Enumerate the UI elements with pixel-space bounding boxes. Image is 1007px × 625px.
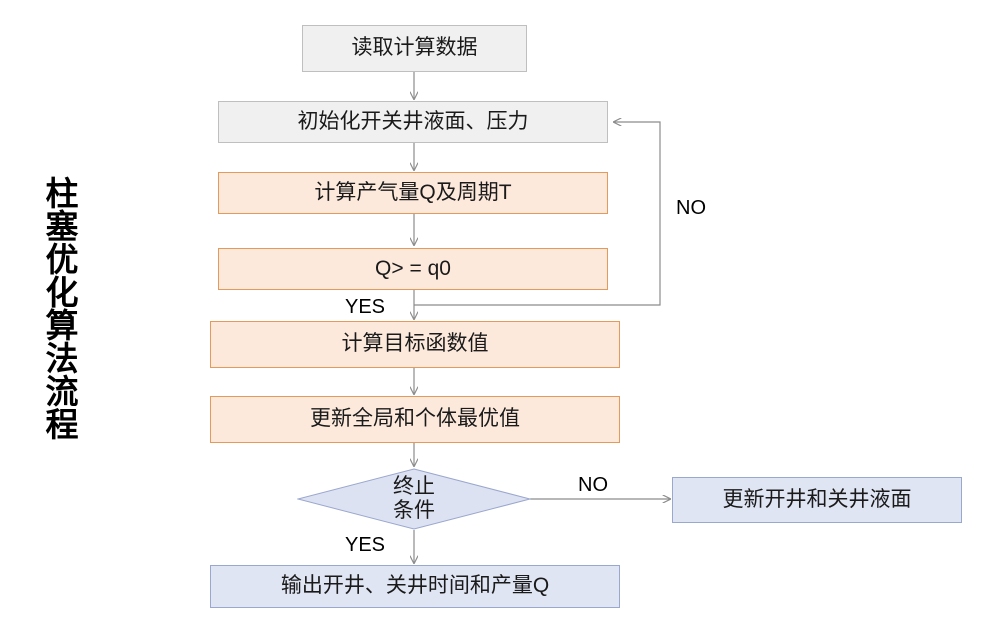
edge-label-terminate-no: NO [578, 474, 608, 496]
node-terminate-condition[interactable]: 终止 条件 [297, 468, 531, 530]
node-output[interactable]: 输出开井、关井时间和产量Q [210, 565, 620, 608]
node-condition-q[interactable]: Q> = q0 [218, 248, 608, 290]
node-calc-objective[interactable]: 计算目标函数值 [210, 321, 620, 368]
edge-label-condition-yes: YES [345, 296, 386, 318]
node-calc-q-t-label: 计算产气量Q及周期T [314, 180, 512, 204]
edge-label-terminate-yes: YES [345, 534, 386, 556]
node-condition-q-label: Q> = q0 [375, 256, 451, 280]
node-calc-objective-label: 计算目标函数值 [341, 332, 489, 356]
edge-label-condition-no: NO [676, 197, 706, 219]
node-init-label: 初始化开关井液面、压力 [297, 109, 529, 133]
node-read-data[interactable]: 读取计算数据 [302, 25, 527, 72]
diagram-title-vertical: 柱塞优化算法流程 [41, 176, 78, 440]
node-update-levels[interactable]: 更新开井和关井液面 [672, 477, 962, 523]
node-init[interactable]: 初始化开关井液面、压力 [218, 101, 608, 143]
node-calc-q-t[interactable]: 计算产气量Q及周期T [218, 172, 608, 214]
diamond-shape [297, 468, 531, 530]
node-update-levels-label: 更新开井和关井液面 [722, 487, 912, 511]
node-output-label: 输出开井、关井时间和产量Q [280, 574, 550, 598]
node-update-best[interactable]: 更新全局和个体最优值 [210, 396, 620, 443]
node-read-data-label: 读取计算数据 [351, 36, 478, 60]
node-update-best-label: 更新全局和个体最优值 [310, 407, 520, 431]
